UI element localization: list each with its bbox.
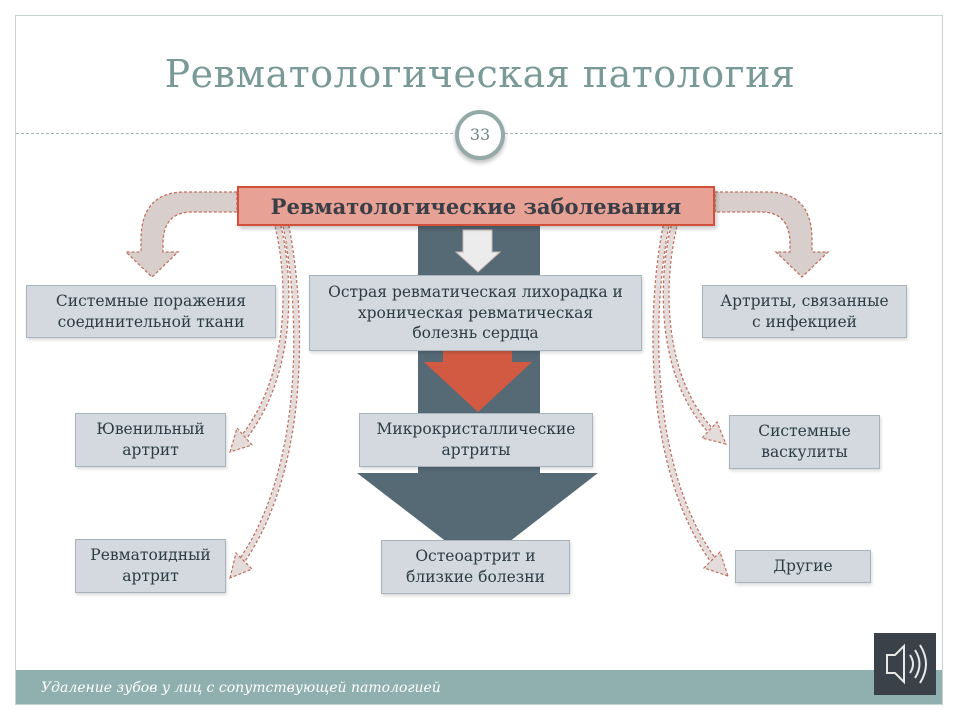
footer-bar [16, 670, 942, 704]
sound-button[interactable] [874, 633, 936, 695]
speaker-icon [886, 643, 927, 685]
slide-frame [15, 15, 943, 705]
box-systemic-connective: Системные поражения соединительной ткани [26, 285, 276, 338]
arrowhead-rheumatoid [229, 551, 254, 579]
box-other: Другие [735, 550, 871, 583]
box-infection-arthritis: Артриты, связанные с инфекцией [702, 285, 907, 338]
box-rheumatic-fever: Острая ревматическая лихорадка и хрониче… [309, 275, 642, 351]
right-curved-arrow [714, 191, 830, 278]
box-systemic-vasculitis: Системные васкулиты [729, 415, 880, 469]
left-curved-arrow [124, 191, 238, 278]
page-number-badge: 33 [455, 110, 505, 160]
top-small-arrow [454, 229, 502, 273]
arrowhead-juvenile [229, 426, 254, 453]
slide-title: Ревматологическая патология [164, 52, 796, 96]
arrowhead-other [702, 550, 729, 577]
box-rheumatoid-arthritis: Ревматоидный артрит [75, 539, 226, 593]
diagram-header-label: Ревматологические заболевания [270, 193, 682, 219]
footer-text: Удаление зубов у лиц с сопутствующей пат… [41, 680, 441, 696]
arrowhead-vasculitis [700, 420, 728, 445]
box-juvenile-arthritis: Ювенильный артрит [75, 413, 226, 467]
diagram-header-box: Ревматологические заболевания [237, 186, 715, 226]
box-osteoarthritis: Остеоартрит и близкие болезни [381, 540, 570, 594]
central-red-arrow [424, 350, 532, 412]
box-microcrystalline: Микрокристаллические артриты [359, 413, 593, 467]
